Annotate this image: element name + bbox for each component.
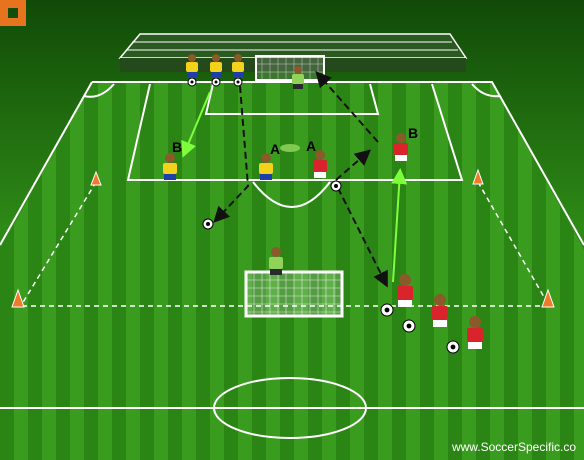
top-goal [255,55,325,81]
red-team [313,133,483,349]
label-a-left: A [270,141,280,157]
pass-arrows [213,71,388,288]
cone [90,170,102,186]
soccer-ball-icon [402,319,416,333]
small-goal [244,270,344,318]
goalkeepers [269,66,304,275]
run-arrow [391,168,408,283]
cones [11,168,555,308]
soccer-ball-icon [330,180,342,192]
player-a-right [313,150,327,178]
yellow-team [163,54,273,180]
soccer-ball-icon [211,77,221,87]
cone [472,168,484,185]
label-a-right: A [306,138,316,154]
run-arrows [181,91,408,283]
pass-arrow [315,71,379,143]
goalkeeper-top [292,66,304,89]
marker-disc [280,144,300,152]
cone [541,288,555,308]
player-red [397,274,413,307]
pass-arrow [337,187,388,288]
corner-mark [0,0,26,26]
player-yellow [210,54,222,78]
soccer-ball-icon [187,77,197,87]
run-arrow [181,91,211,158]
drill-area [21,181,549,307]
pass-arrow [335,149,372,181]
cone [11,288,25,308]
player-red [432,294,448,327]
label-b-right: B [408,125,418,141]
credit-text: www.SoccerSpecific.co [451,440,576,454]
soccer-ball-icon [202,218,214,230]
pass-arrow [213,85,250,223]
pitch-lines [0,81,584,439]
player-yellow [186,54,198,78]
player-red [467,316,483,349]
stands [118,33,468,72]
goalkeeper-small-goal [269,247,283,275]
soccer-ball-icon [233,77,243,87]
player-a-left [259,153,273,180]
balls [187,77,460,354]
soccer-ball-icon [380,303,394,317]
soccer-ball-icon [446,340,460,354]
player-yellow [232,54,244,78]
player-b-left [163,153,177,180]
player-b-right [394,133,408,161]
label-b-left: B [172,139,182,155]
